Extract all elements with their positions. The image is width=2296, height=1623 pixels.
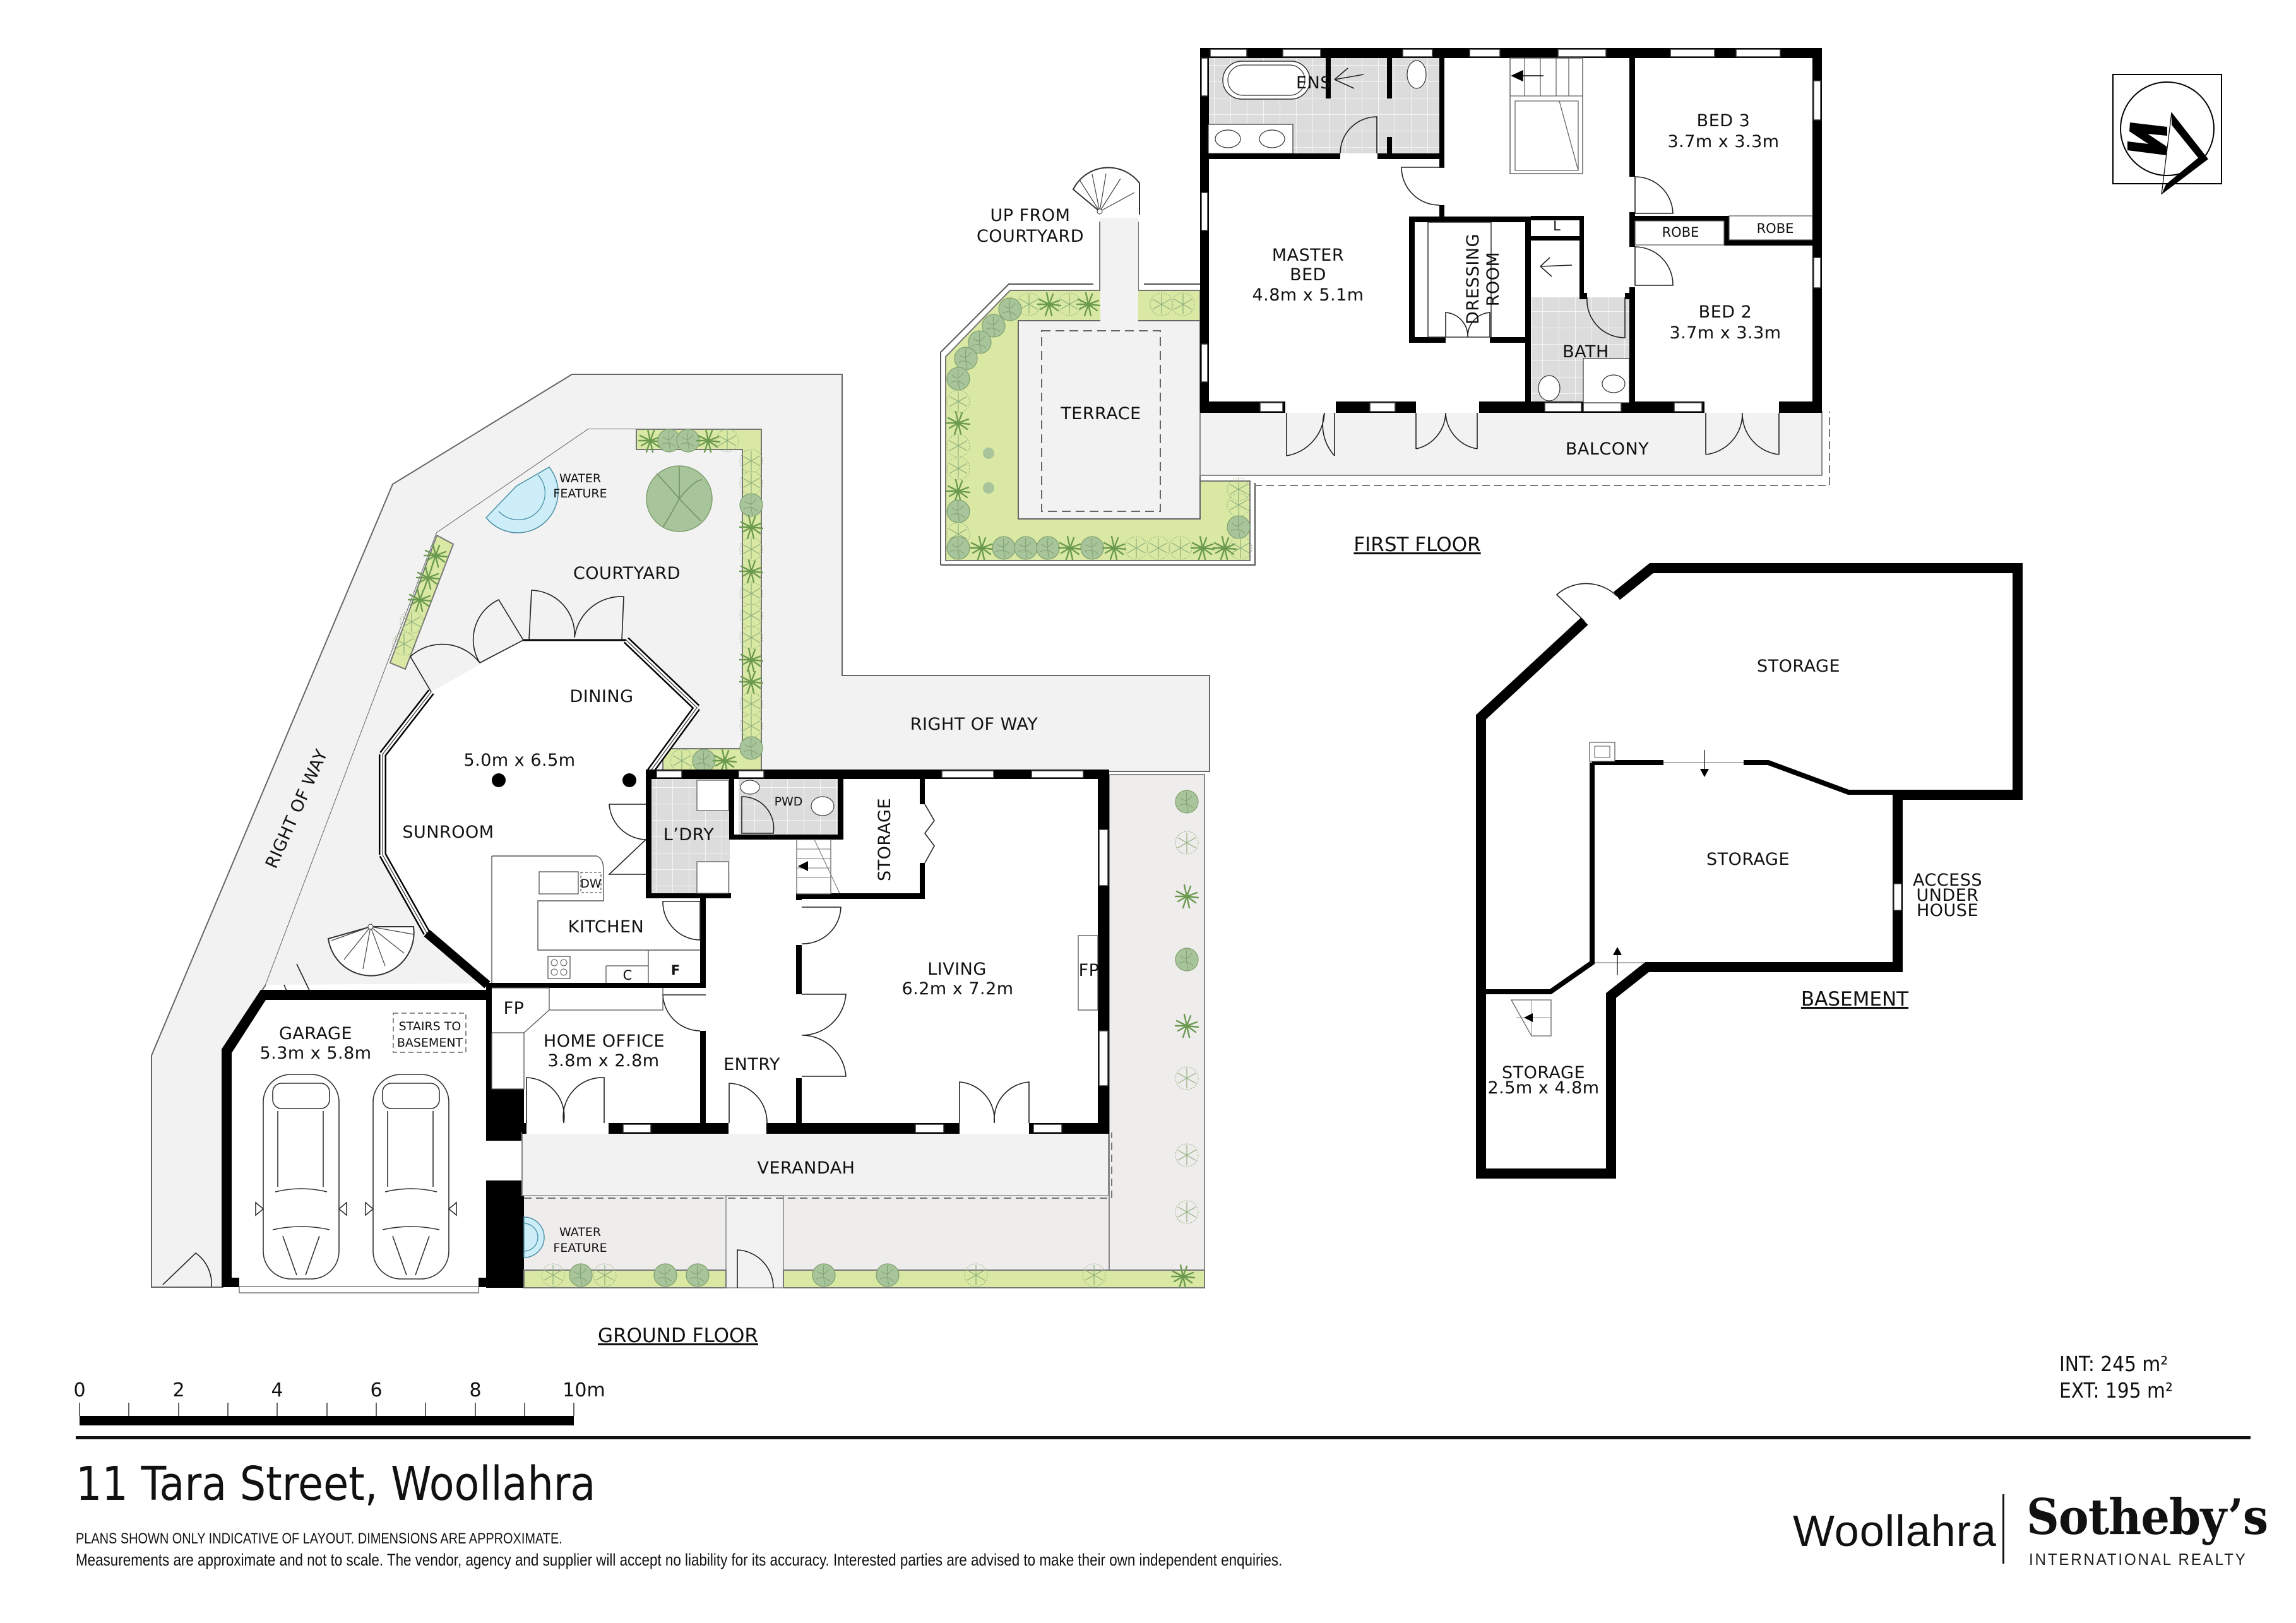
robe-label-2: ROBE xyxy=(1757,221,1794,236)
access-under-house-label-3: HOUSE xyxy=(1917,901,1978,920)
laundry-label: L’DRY xyxy=(663,825,714,845)
ground-floor-plan xyxy=(151,374,1210,1293)
scale-bar: 0 2 4 6 8 10m xyxy=(73,1379,605,1425)
water-feature-label-2b: FEATURE xyxy=(553,1241,607,1255)
storage-label: STORAGE xyxy=(875,798,895,881)
master-bed-label-1: MASTER xyxy=(1272,246,1344,265)
verandah-label: VERANDAH xyxy=(758,1158,855,1178)
scale-tick-6: 6 xyxy=(370,1379,382,1401)
scale-tick-10: 10m xyxy=(562,1379,605,1401)
dishwasher-label: DW xyxy=(580,877,602,891)
ground-floor-title: GROUND FLOOR xyxy=(598,1324,758,1347)
kitchen-label: KITCHEN xyxy=(568,917,645,937)
up-from-label-2: COURTYARD xyxy=(977,227,1084,246)
footer-divider xyxy=(76,1436,2251,1439)
living-dims: 6.2m x 7.2m xyxy=(901,979,1013,999)
bed2-label: BED 2 xyxy=(1699,302,1752,322)
external-area: EXT: 195 m² xyxy=(2059,1378,2173,1403)
disclaimer-heading: PLANS SHOWN ONLY INDICATIVE OF LAYOUT. D… xyxy=(76,1530,562,1547)
terrace-paving xyxy=(1018,320,1201,520)
disclaimer-body: Measurements are approximate and not to … xyxy=(76,1550,1283,1569)
basement-storage-small-label: STORAGE xyxy=(1502,1063,1585,1083)
car-2 xyxy=(365,1074,457,1280)
car-1 xyxy=(255,1074,347,1280)
bed3-label: BED 3 xyxy=(1697,111,1751,131)
office-fireplace-label: FP xyxy=(504,999,525,1018)
home-office-dims: 3.8m x 2.8m xyxy=(547,1051,659,1071)
basement-title: BASEMENT xyxy=(1801,988,1909,1011)
water-feature-label-1a: WATER xyxy=(559,472,601,485)
agency-brand-name: Sotheby’s xyxy=(2026,1489,2268,1546)
water-feature-courtyard xyxy=(485,467,559,533)
dining-label: DINING xyxy=(569,687,633,706)
master-bed-label-2: BED xyxy=(1290,265,1326,285)
home-office-label: HOME OFFICE xyxy=(544,1031,665,1051)
area-summary: INT: 245 m² EXT: 195 m² xyxy=(2059,1351,2173,1404)
master-bed-dims: 4.8m x 5.1m xyxy=(1252,285,1364,305)
courtyard-area xyxy=(266,429,761,985)
stairs-to-basement-label-1: STAIRS TO xyxy=(399,1020,461,1033)
sunroom-floor xyxy=(383,640,706,984)
powder-room-label: PWD xyxy=(775,795,803,809)
basement-storage-top-label: STORAGE xyxy=(1757,657,1840,676)
living-fireplace-label: FP xyxy=(1079,961,1100,980)
first-floor-labels: ENS UP FROM COURTYARD MASTER BED 4.8m x … xyxy=(977,73,1793,556)
spiral-stair-ground xyxy=(327,924,415,977)
scale-tick-0: 0 xyxy=(73,1379,85,1401)
balcony xyxy=(1199,411,1823,476)
courtyard-label: COURTYARD xyxy=(573,564,681,583)
logo-divider xyxy=(2002,1494,2004,1564)
terrace-plants xyxy=(946,292,1252,561)
kitchen-c-label: C xyxy=(623,968,633,983)
right-side-garden xyxy=(1109,774,1205,1280)
basement-labels: STORAGE STORAGE ACCESS UNDER HOUSE STORA… xyxy=(1487,657,1982,1098)
living-label: LIVING xyxy=(927,960,987,979)
access-under-house-label-2: UNDER xyxy=(1916,886,1978,905)
north-arrow-icon xyxy=(2112,74,2222,195)
water-feature-label-2a: WATER xyxy=(559,1225,601,1239)
dressing-room-label-1: DRESSING xyxy=(1463,234,1483,324)
garage-dims: 5.3m x 5.8m xyxy=(259,1043,371,1063)
bath-label: BATH xyxy=(1562,342,1609,362)
access-under-house-label-1: ACCESS xyxy=(1913,871,1982,890)
terrace-label: TERRACE xyxy=(1060,404,1141,424)
right-of-way-label-top: RIGHT OF WAY xyxy=(910,715,1038,734)
spiral-stair-first xyxy=(1072,167,1140,215)
fridge-label: F xyxy=(671,963,680,978)
courtyard-tree xyxy=(646,465,713,532)
internal-area: INT: 245 m² xyxy=(2059,1352,2168,1376)
basement-plan xyxy=(1476,563,2023,1179)
water-feature-label-1b: FEATURE xyxy=(553,487,607,501)
dressing-room-label-2: ROOM xyxy=(1484,252,1503,307)
up-from-label-1: UP FROM xyxy=(990,206,1071,225)
robe-label-1: ROBE xyxy=(1662,225,1699,240)
stairs-to-basement-label-2: BASEMENT xyxy=(397,1036,463,1050)
entry-label: ENTRY xyxy=(723,1055,780,1074)
ensuite-label: ENS xyxy=(1296,73,1331,93)
first-floor-title: FIRST FLOOR xyxy=(1353,533,1480,556)
entry-path xyxy=(725,1195,784,1288)
agency-brand-subtitle: INTERNATIONAL REALTY xyxy=(2029,1550,2247,1569)
bed2-dims: 3.7m x 3.3m xyxy=(1669,323,1781,343)
scale-tick-2: 2 xyxy=(172,1379,184,1401)
sunroom-label: SUNROOM xyxy=(402,823,494,842)
agency-office-name: Woollahra xyxy=(1793,1506,1997,1555)
linen-label: L xyxy=(1553,218,1561,234)
sunroom-dims: 5.0m x 6.5m xyxy=(463,751,575,770)
first-floor-plan xyxy=(940,48,1830,566)
balcony-label: BALCONY xyxy=(1566,439,1649,459)
basement-walls xyxy=(1476,563,2023,1179)
basement-storage-middle-label: STORAGE xyxy=(1706,850,1790,869)
scale-tick-4: 4 xyxy=(271,1379,283,1401)
garage-label: GARAGE xyxy=(279,1024,352,1043)
terrace-path xyxy=(1100,218,1138,322)
scale-tick-8: 8 xyxy=(469,1379,481,1401)
property-address-title: 11 Tara Street, Woollahra xyxy=(76,1457,596,1511)
bed3-dims: 3.7m x 3.3m xyxy=(1667,132,1779,152)
water-feature-front xyxy=(523,1216,545,1258)
basement-storage-small-dims: 2.5m x 4.8m xyxy=(1487,1078,1599,1098)
